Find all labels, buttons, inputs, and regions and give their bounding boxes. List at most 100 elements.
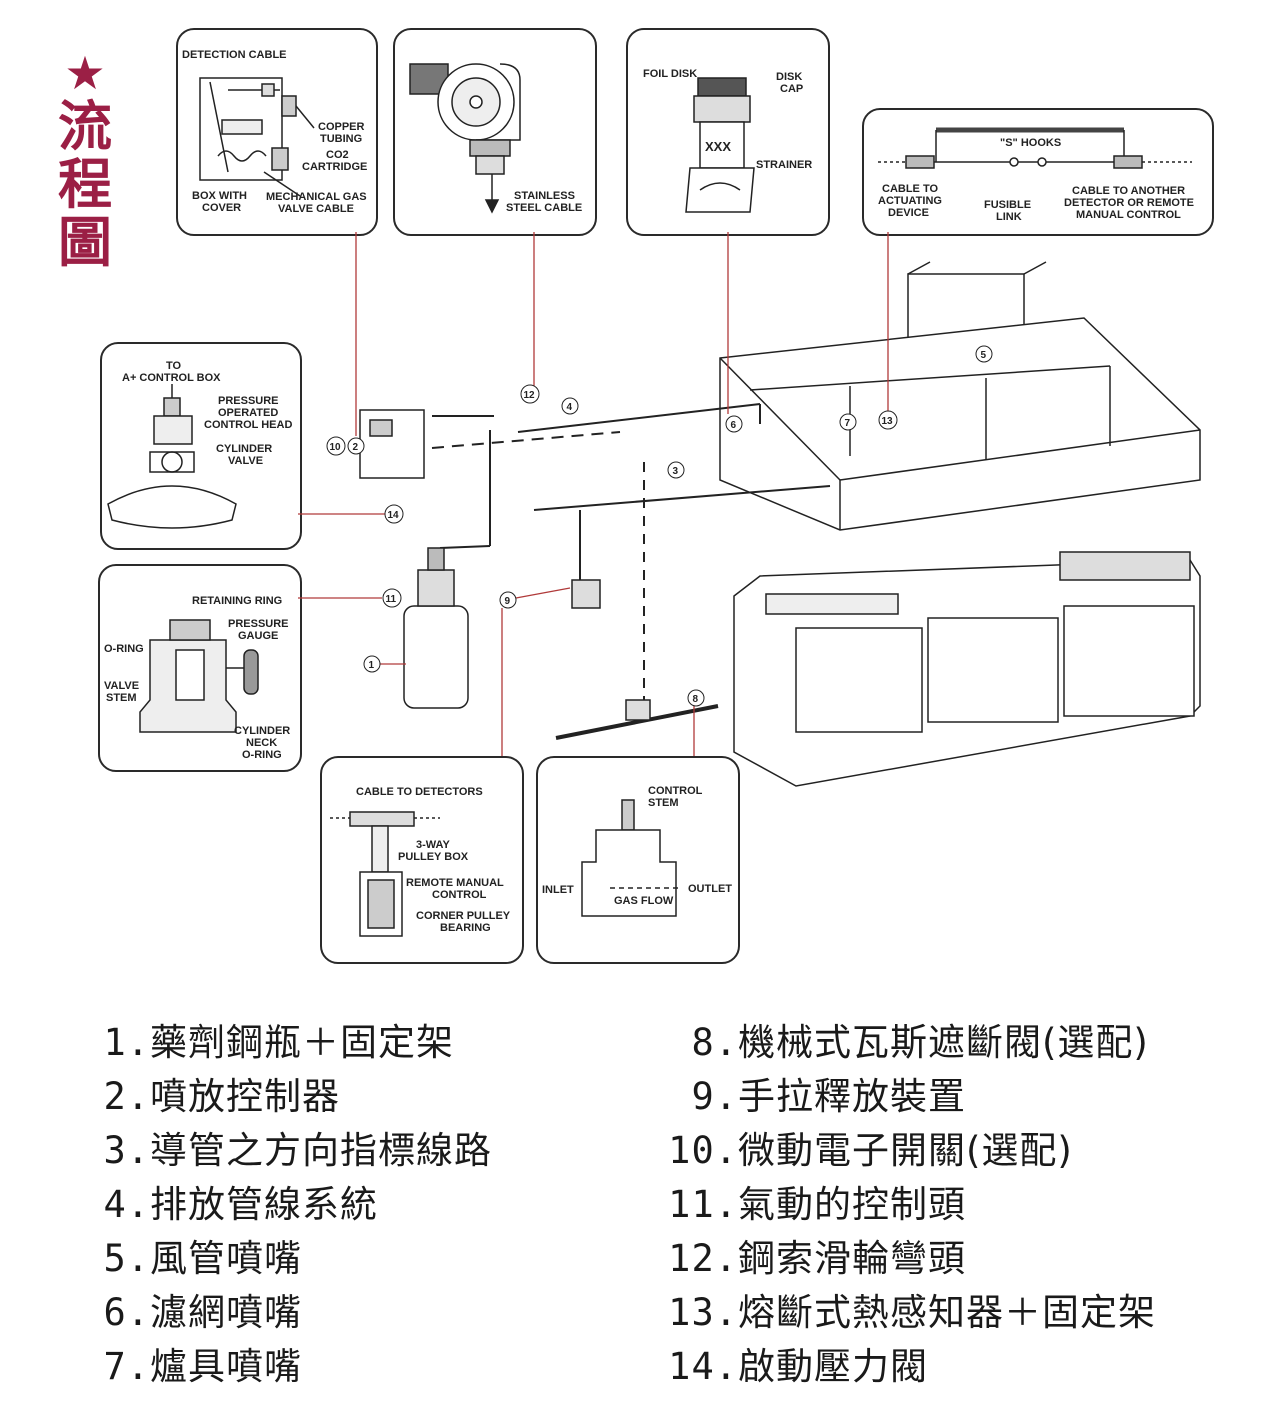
retaining-ring-label: RETAINING RING [192, 595, 282, 607]
page-title: ★ 流 程 圖 [52, 48, 118, 272]
three-way-label-2: PULLEY BOX [398, 851, 469, 863]
box-cover-label-2: COVER [202, 202, 241, 214]
three-way-label-1: 3-WAY [416, 839, 450, 851]
valve-stem-label-2: STEM [106, 692, 137, 704]
svg-text:3: 3 [673, 466, 679, 477]
gas-valve-drawing [581, 799, 680, 917]
mech-gas-label-2: VALVE CABLE [278, 203, 354, 215]
inlet-label: INLET [542, 884, 574, 896]
valve-stem-label-1: VALVE [104, 680, 139, 692]
detection-box-drawing [199, 77, 315, 197]
svg-text:1: 1 [369, 660, 375, 671]
legend-item: 12.鋼索滑輪彎頭 [668, 1237, 966, 1280]
legend-item: 8.機械式瓦斯遮斷閥(選配) [691, 1021, 1149, 1064]
title-char-1: 流 [58, 95, 112, 158]
callout-11: 11 [382, 588, 402, 608]
cable-actuating-label-1: CABLE TO [882, 183, 938, 195]
disk-cap-label-2: CAP [780, 83, 803, 95]
co2-label-1: CO2 [326, 149, 349, 161]
legend-item: 6.濾網噴嘴 [103, 1291, 302, 1334]
appliance-line [733, 551, 1201, 787]
svg-text:5: 5 [981, 350, 987, 361]
callout-9: 9 [499, 591, 517, 609]
control-box-and-cylinder [359, 409, 651, 721]
cylinder-head-drawing [107, 384, 237, 529]
legend-item: 9.手拉釋放裝置 [691, 1075, 966, 1118]
legend-item: 11.氣動的控制頭 [668, 1183, 966, 1226]
legend-item: 3.導管之方向指標線路 [103, 1129, 492, 1172]
svg-text:13: 13 [882, 416, 894, 427]
legend-item: 7.爐具噴嘴 [103, 1345, 302, 1388]
title-text: 流 程 圖 [52, 98, 118, 272]
copper-tubing-label-1: COPPER [318, 121, 365, 133]
legend-item: 4.排放管線系統 [103, 1183, 378, 1226]
legend-left: 1.藥劑鋼瓶＋固定架 2.噴放控制器 3.導管之方向指標線路 4.排放管線系統 … [92, 1016, 492, 1394]
neck-oring-label-1: CYLINDER [234, 725, 290, 737]
callout-6: 6 [725, 415, 743, 433]
foil-disk-label: FOIL DISK [643, 68, 697, 80]
stainless-label-1: STAINLESS [514, 190, 575, 202]
svg-text:6: 6 [731, 420, 737, 431]
svg-text:9: 9 [505, 596, 511, 607]
callout-1: 1 [363, 655, 381, 673]
cable-detectors-label: CABLE TO DETECTORS [356, 786, 483, 798]
gas-flow-label: GAS FLOW [614, 895, 674, 907]
legend-item: 2.噴放控制器 [103, 1075, 340, 1118]
manual-control-panel [320, 756, 524, 964]
cable-another-label-3: MANUAL CONTROL [1076, 209, 1181, 221]
box-cover-label-1: BOX WITH [192, 190, 247, 202]
callout-8: 8 [687, 689, 705, 707]
pressure-op-label-1: PRESSURE [218, 395, 279, 407]
fusible-label-2: LINK [996, 211, 1022, 223]
callout-7: 7 [839, 413, 857, 431]
manual-control-drawing [330, 811, 440, 937]
to-label-2: A+ CONTROL BOX [122, 372, 221, 384]
leader-lines [298, 232, 889, 756]
pressure-op-label-2: OPERATED [218, 407, 278, 419]
legend-item: 1.藥劑鋼瓶＋固定架 [103, 1021, 454, 1064]
piping-system [431, 403, 831, 740]
pressure-gauge-label-1: PRESSURE [228, 618, 289, 630]
fusible-link-drawing [878, 127, 1192, 169]
svg-text:7: 7 [845, 418, 851, 429]
cable-another-label-1: CABLE TO ANOTHER [1072, 185, 1185, 197]
legend-item: 14.啟動壓力閥 [668, 1345, 928, 1388]
xxx-label: XXX [705, 139, 731, 154]
system-diagram: DETECTION CABLE COPPER TUBING CO2 CARTRI… [104, 49, 1201, 937]
callout-4: 4 [561, 397, 579, 415]
svg-text:2: 2 [353, 442, 359, 453]
legend-item: 13.熔斷式熱感知器＋固定架 [668, 1291, 1156, 1334]
neck-oring-label-3: O-RING [242, 749, 282, 761]
pressure-op-label-3: CONTROL HEAD [204, 419, 292, 431]
cyl-valve-label-1: CYLINDER [216, 443, 272, 455]
pressure-gauge-label-2: GAUGE [238, 630, 278, 642]
strainer-label: STRAINER [756, 159, 812, 171]
star-icon: ★ [64, 46, 106, 100]
nozzle-drawing [685, 77, 755, 213]
cyl-valve-label-2: VALVE [228, 455, 263, 467]
title-char-3: 圖 [58, 211, 112, 274]
cable-another-label-2: DETECTOR OR REMOTE [1064, 197, 1194, 209]
copper-tubing-label-2: TUBING [320, 133, 362, 145]
svg-text:14: 14 [388, 510, 400, 521]
legend-item: 10.微動電子開關(選配) [668, 1129, 1073, 1172]
to-label-1: TO [166, 360, 182, 372]
svg-text:11: 11 [386, 594, 397, 605]
svg-text:12: 12 [524, 390, 536, 401]
legend-item: 5.風管噴嘴 [103, 1237, 302, 1280]
neck-oring-label-2: NECK [246, 737, 277, 749]
outlet-label: OUTLET [688, 883, 732, 895]
disk-cap-label-1: DISK [776, 71, 802, 83]
s-hooks-label: "S" HOOKS [1000, 137, 1061, 149]
control-stem-label-1: CONTROL [648, 785, 703, 797]
remote-manual-label-2: CONTROL [432, 889, 487, 901]
callout-13: 13 [878, 410, 898, 430]
svg-text:4: 4 [567, 402, 573, 413]
remote-manual-label-1: REMOTE MANUAL [406, 877, 504, 889]
exhaust-hood [719, 261, 1201, 531]
svg-text:10: 10 [330, 442, 342, 453]
control-stem-label-2: STEM [648, 797, 679, 809]
callout-2: 2 [347, 437, 365, 455]
callout-12: 12 [520, 384, 540, 404]
svg-text:8: 8 [693, 694, 699, 705]
